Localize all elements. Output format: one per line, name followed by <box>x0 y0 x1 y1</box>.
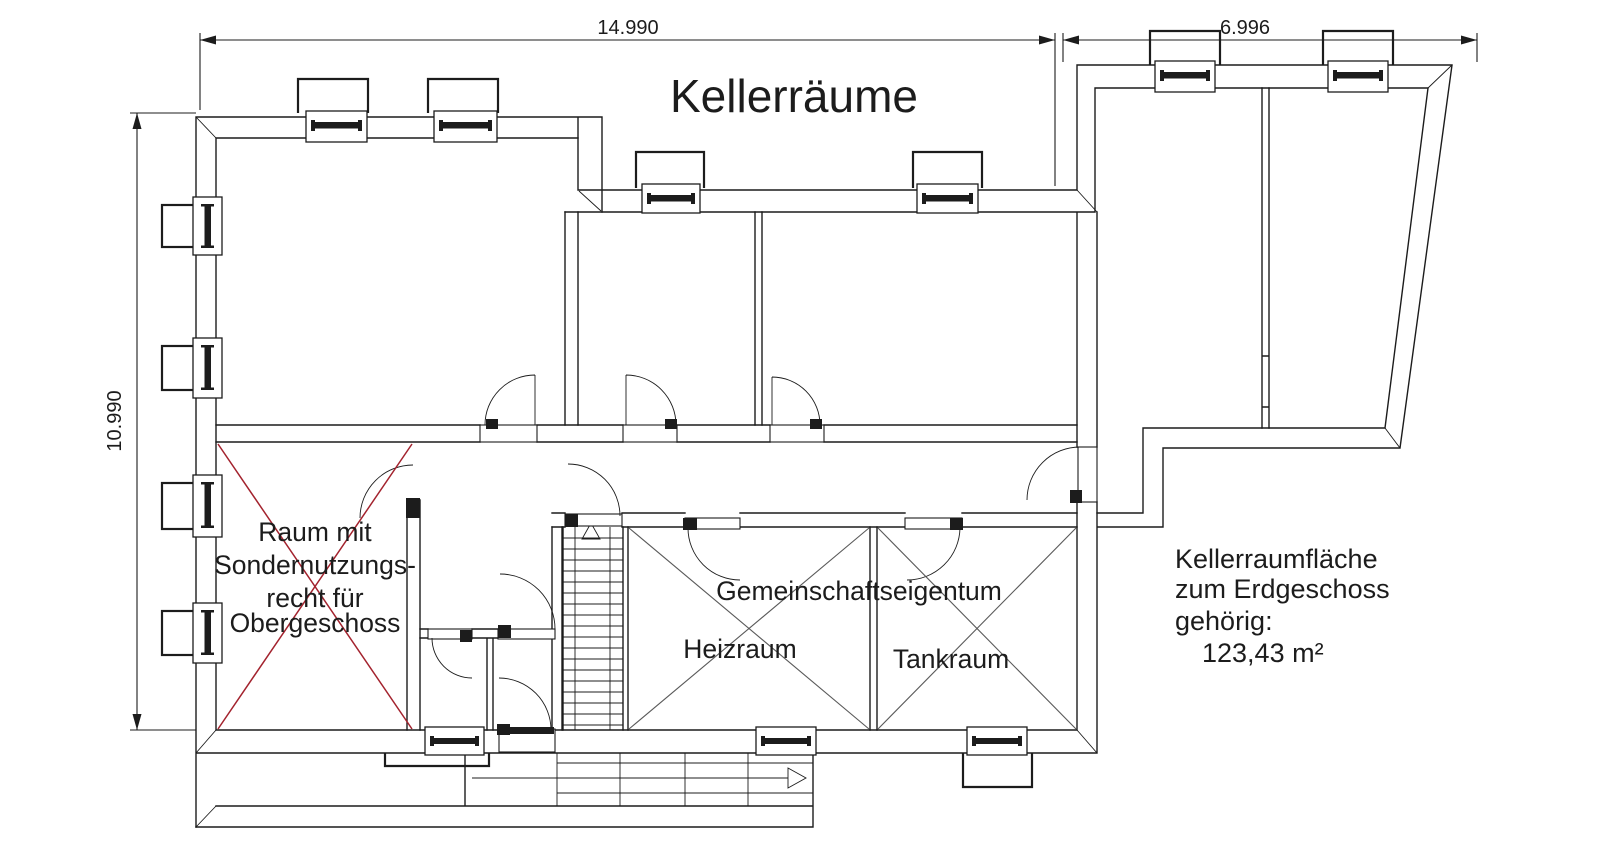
dimension-label-main-width: 14.990 <box>597 17 658 39</box>
door-icon <box>904 517 963 581</box>
window-icon <box>1148 29 1222 93</box>
door-icon <box>564 463 623 527</box>
dimension-lines <box>130 33 1478 731</box>
door-icon <box>771 376 822 429</box>
window-icon <box>1321 29 1395 93</box>
door-icon <box>498 573 556 638</box>
stair-direction-arrow-icon <box>787 767 807 789</box>
door-icon <box>497 677 556 753</box>
special-room-cross <box>217 443 413 730</box>
window-icon <box>160 474 223 538</box>
window-icon <box>634 150 706 214</box>
window-icon <box>426 77 500 143</box>
windows <box>160 29 1395 756</box>
door-icon <box>484 374 536 429</box>
door-icon <box>625 374 677 429</box>
window-icon <box>966 726 1028 756</box>
doors <box>359 374 1098 753</box>
tankraum-cross <box>877 527 1077 730</box>
special-room-label-line1: Raum mit <box>258 517 372 547</box>
window-icon <box>755 726 817 756</box>
plan-title: Kellerräume <box>670 70 918 122</box>
tankraum-label: Tankraum <box>893 644 1009 674</box>
special-room-label-line4: Obergeschoss <box>230 608 401 638</box>
door-icon <box>431 630 473 679</box>
door-icon <box>1026 446 1098 503</box>
door-icon <box>359 464 420 519</box>
area-annotation-line2: zum Erdgeschoss <box>1175 574 1390 604</box>
window-icon <box>911 150 984 214</box>
window-icon <box>296 77 370 143</box>
dimension-label-left-height: 10.990 <box>104 390 126 451</box>
exterior-walls <box>195 64 1453 828</box>
special-room-label-line3: recht für <box>266 583 363 613</box>
area-annotation-value: 123,43 m² <box>1202 638 1324 668</box>
window-icon <box>424 726 485 756</box>
special-room-label: Raum mit Sondernutzungs- recht für Oberg… <box>214 517 416 638</box>
window-icon <box>160 602 223 664</box>
heizraum-label: Heizraum <box>683 634 796 664</box>
area-annotation: Kellerraumfläche zum Erdgeschoss gehörig… <box>1175 544 1390 668</box>
door-icon <box>683 517 741 581</box>
window-icon <box>160 337 223 399</box>
terrace-outline <box>195 751 1034 828</box>
stairs-up-arrow-icon <box>581 522 601 540</box>
dimension-label-annex-width: 6.996 <box>1220 17 1270 39</box>
interior-walls <box>215 87 1270 731</box>
exterior-stairs-icon <box>472 753 813 806</box>
area-annotation-line1: Kellerraumfläche <box>1175 544 1378 574</box>
window-icon <box>160 196 223 256</box>
special-room-label-line2: Sondernutzungs- <box>214 550 416 580</box>
stairs-icon <box>562 522 623 731</box>
common-property-label: Gemeinschaftseigentum <box>716 576 1002 606</box>
heizraum-cross <box>628 527 870 730</box>
area-annotation-line3: gehörig: <box>1175 606 1273 636</box>
